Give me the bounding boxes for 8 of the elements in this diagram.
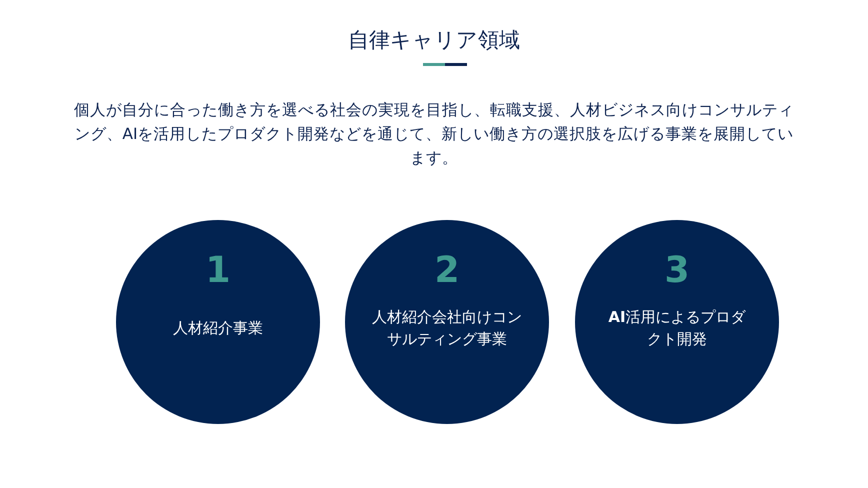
- heading: 自律キャリア領域: [347, 27, 521, 54]
- node-label: 人材紹介会社向けコンサルティング事業: [372, 307, 522, 350]
- description-paragraph: 個人が自分に合った働き方を選べる社会の実現を目指し、転職支援、人材ビジネス向けコンサルティング、AIを活用したプロダクト開発などを通じて、新しい働き方の選択肢を広げる事業を展開しています。: [74, 100, 794, 169]
- step-number: 2: [433, 250, 461, 291]
- node-label: AI活用によるプロダクト開発: [607, 307, 747, 350]
- node-label: 人材紹介事業: [172, 318, 264, 339]
- step-number: 1: [204, 250, 232, 291]
- step-number: 3: [663, 250, 691, 291]
